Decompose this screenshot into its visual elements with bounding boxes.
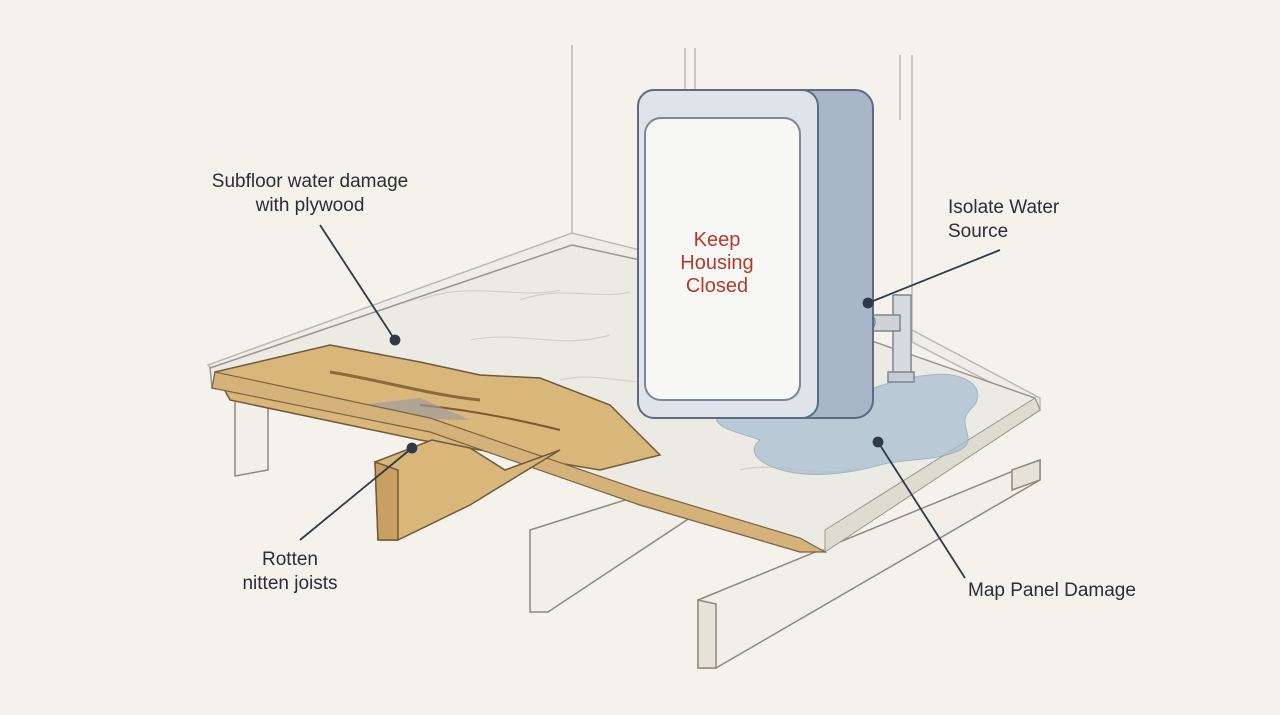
leader-lines — [299, 224, 1001, 579]
housing-text-line1: Keep — [693, 229, 741, 251]
back-wall — [571, 45, 913, 330]
isolate-label-line1: Isolate Water — [948, 197, 1060, 218]
subfloor-damage-label: Subfloor water damage with plywood — [190, 170, 430, 218]
front-plank-edge — [211, 371, 828, 553]
subfloor-label-line2: with plywood — [255, 195, 365, 216]
map-panel-label-text: Map Panel Damage — [968, 580, 1136, 601]
housing-text-line2: Housing — [680, 252, 754, 274]
isolate-label-line2: Source — [948, 221, 1009, 242]
rotten-label-line2: nitten joists — [242, 573, 338, 594]
broken-joist — [374, 439, 561, 541]
isolate-water-label: Isolate Water Source — [948, 196, 1059, 244]
map-panel-damage-label: Map Panel Damage — [968, 579, 1136, 603]
housing-text-line3: Closed — [685, 275, 749, 297]
rotten-label-line1: Rotten — [262, 549, 318, 570]
housing-warning-text: Keep Housing Closed — [668, 229, 766, 298]
subfloor-label-line1: Subfloor water damage — [211, 171, 409, 192]
housing-icon — [637, 89, 874, 419]
rotten-joists-label: Rotten nitten joists — [228, 548, 352, 596]
